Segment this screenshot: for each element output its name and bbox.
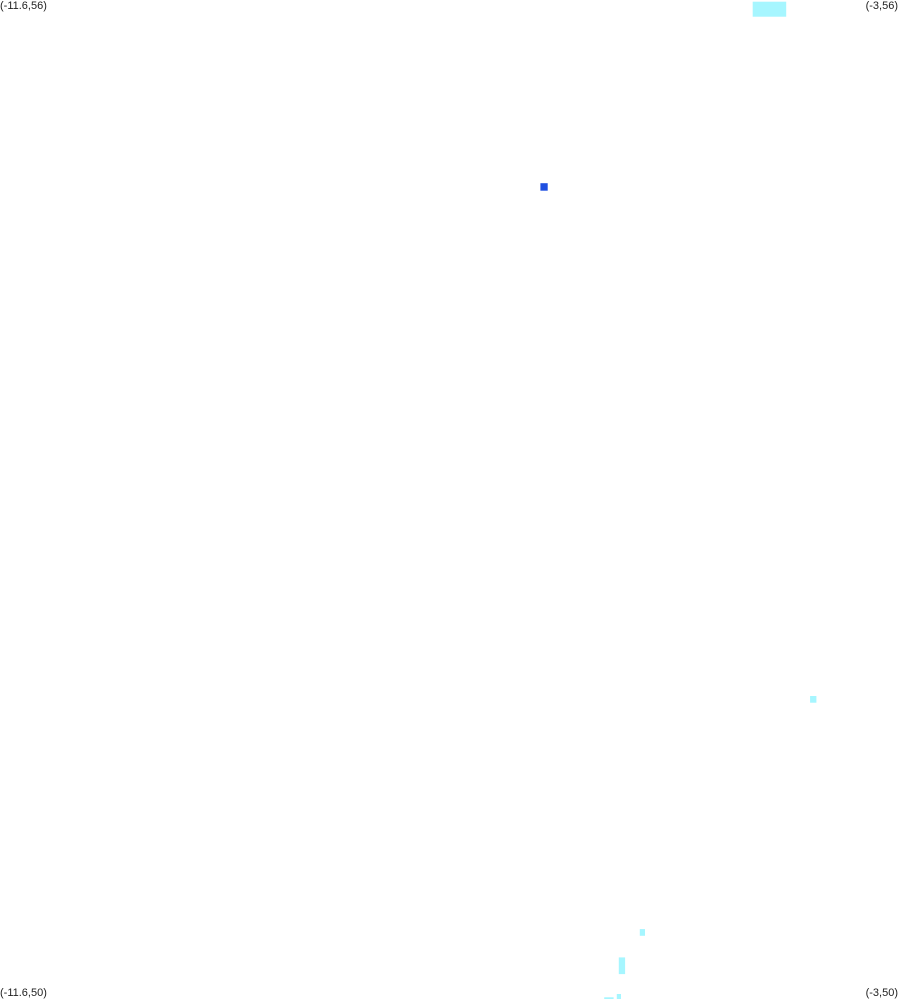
corner-label-top-right: (-3,56): [865, 0, 898, 12]
data-patch-layer: [540, 1, 817, 999]
corner-label-bottom-right: (-3,50): [865, 987, 898, 999]
data-patch-4: [618, 957, 626, 975]
data-patch-3: [639, 929, 645, 936]
data-patch-0: [752, 1, 787, 17]
corner-label-bottom-left: (-11.6,50): [0, 987, 47, 999]
corner-label-top-left: (-11.6,56): [0, 0, 47, 12]
data-patch-1: [540, 183, 548, 191]
data-patch-6: [616, 994, 621, 999]
data-patch-5: [604, 997, 614, 999]
data-patch-2: [810, 696, 817, 703]
